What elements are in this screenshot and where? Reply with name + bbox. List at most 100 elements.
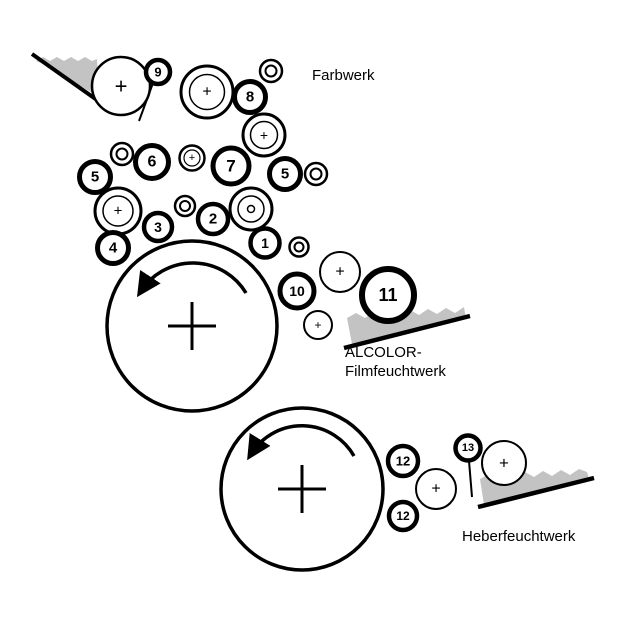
damp-roller-a-ring (319, 251, 361, 293)
rider-roller-e-inner (293, 241, 305, 253)
rider-roller-d (173, 194, 197, 218)
ink-oscillator-b: + (241, 112, 287, 158)
roller-2-ring (195, 201, 231, 237)
ink-oscillator-d (228, 186, 274, 232)
roller-1: 1 (248, 226, 282, 260)
rider-roller-b-outer (109, 141, 135, 167)
roller-12-top-ring (385, 443, 421, 479)
label-heberfeuchtwerk: Heberfeuchtwerk (462, 528, 576, 545)
damp-roller-c-ring (415, 468, 457, 510)
ink-oscillator-a: + (179, 64, 235, 120)
ink-duct-roller-ring (90, 55, 152, 117)
ink-oscillator-b-inner (249, 120, 279, 150)
ink-roller-plus-a-outer (178, 144, 206, 172)
ink-roller-plus-a: + (178, 144, 206, 172)
roller-1-ring (248, 226, 282, 260)
ink-roller-plus-a-mark: + (189, 152, 195, 164)
roller-11-ring (359, 266, 417, 324)
ink-fountain (30, 52, 106, 107)
ink-oscillator-b-outer (241, 112, 287, 158)
label-alcolor-line1: ALCOLOR- (345, 344, 422, 361)
roller-12-top: 12 (385, 443, 421, 479)
ink-oscillator-c-inner (102, 195, 134, 227)
roller-13-arm (468, 460, 473, 498)
alcolor-fountain-blade (343, 313, 471, 351)
roller-12-bottom-ring (386, 499, 420, 533)
ink-duct-roller-mark: + (115, 74, 128, 99)
roller-8-ring (232, 79, 268, 115)
damp-roller-c: + (415, 468, 457, 510)
ink-oscillator-d-inner (237, 195, 265, 223)
roller-13: 13 (453, 433, 483, 463)
ink-oscillator-a-mark: + (202, 84, 211, 101)
roller-11-label: 11 (378, 285, 397, 305)
damp-roller-b-ring (303, 310, 333, 340)
rider-roller-e (288, 236, 310, 258)
roller-7: 7 (210, 145, 252, 187)
damp-roller-d-ring (481, 440, 527, 486)
roller-2-label: 2 (209, 211, 217, 228)
ink-fountain-blade (30, 52, 106, 107)
rider-roller-c-outer (303, 161, 329, 187)
roller-5-left: 5 (77, 159, 113, 195)
roller-8-label: 8 (246, 89, 254, 106)
roller-5-right: 5 (267, 156, 303, 192)
roller-5-right-ring (267, 156, 303, 192)
roller-1-label: 1 (261, 235, 269, 251)
roller-5-left-ring (77, 159, 113, 195)
damp-roller-b-mark: + (314, 318, 321, 332)
rotation-arrow-top (136, 261, 248, 298)
damp-roller-b: + (303, 310, 333, 340)
roller-9: 9 (143, 57, 173, 87)
roller-4-ring (95, 230, 131, 266)
rider-roller-c-inner (309, 167, 323, 181)
damp-roller-c-mark: + (431, 481, 440, 498)
center-mark-bottom (278, 465, 326, 513)
roller-6: 6 (133, 143, 171, 181)
roller-13-label: 13 (462, 442, 474, 454)
ink-oscillator-c: + (93, 186, 143, 236)
roller-6-ring (133, 143, 171, 181)
rider-roller-a-inner (264, 64, 278, 78)
roller-3-ring (141, 210, 175, 244)
rider-roller-d-outer (173, 194, 197, 218)
plate-cylinder-top (105, 239, 279, 413)
roller-4: 4 (95, 230, 131, 266)
ink-oscillator-c-mark: + (114, 203, 123, 220)
rider-roller-a-outer (258, 58, 284, 84)
roller-3: 3 (141, 210, 175, 244)
rider-roller-b-inner (115, 147, 129, 161)
rider-roller-d-inner (179, 200, 191, 212)
roller-4-label: 4 (109, 240, 118, 257)
roller-12-top-label: 12 (396, 454, 410, 469)
center-mark-top (168, 302, 216, 350)
roller-13-ring (453, 433, 483, 463)
ink-roller-plus-a-inner (183, 149, 201, 167)
heber-fountain-blade (477, 475, 595, 510)
ink-oscillator-b-mark: + (260, 127, 268, 143)
rider-roller-c (303, 161, 329, 187)
rider-roller-a (258, 58, 284, 84)
roller-7-ring (210, 145, 252, 187)
roller-3-label: 3 (154, 219, 162, 235)
label-alcolor-line2: Filmfeuchtwerk (345, 363, 446, 380)
roller-7-label: 7 (226, 157, 235, 176)
ink-duct-roller: + (90, 55, 152, 117)
roller-11: 11 (359, 266, 417, 324)
roller-8: 8 (232, 79, 268, 115)
roller-12-bottom: 12 (386, 499, 420, 533)
damp-roller-d-mark: + (499, 454, 509, 473)
roller-5-left-label: 5 (91, 169, 99, 186)
rider-roller-e-outer (288, 236, 310, 258)
damp-roller-a: + (319, 251, 361, 293)
roller-12-bottom-label: 12 (396, 509, 410, 523)
label-farbwerk: Farbwerk (312, 67, 375, 84)
plate-cylinder-bottom (219, 406, 385, 572)
rider-roller-b (109, 141, 135, 167)
roller-9-label: 9 (154, 65, 161, 80)
roller-10-label: 10 (289, 283, 305, 299)
roller-6-label: 6 (148, 154, 157, 171)
ink-oscillator-d-center (246, 204, 256, 214)
